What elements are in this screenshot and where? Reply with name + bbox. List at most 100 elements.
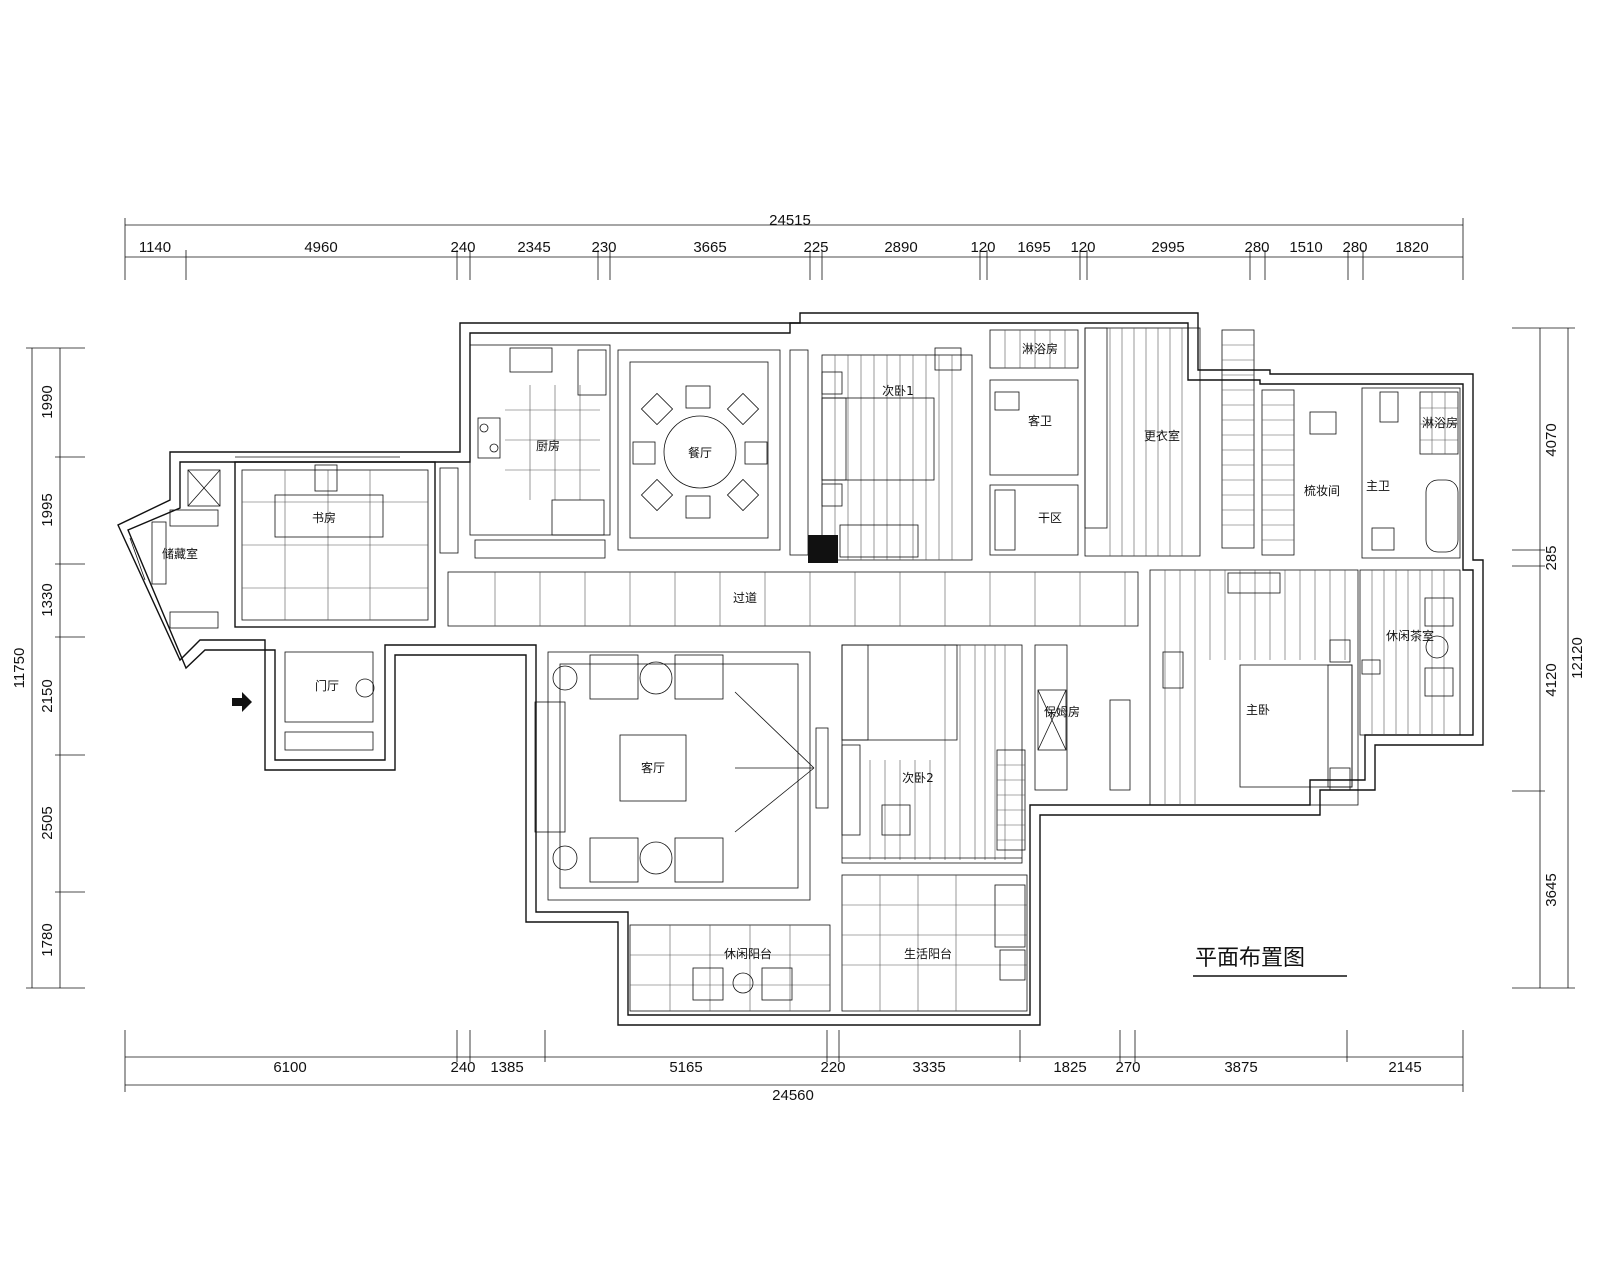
dim-label: 2505 — [39, 806, 56, 839]
bed — [1239, 664, 1353, 788]
stove-icon — [477, 417, 501, 459]
guest-bath-label: 客卫 — [1028, 413, 1052, 428]
bed — [821, 397, 935, 481]
column — [808, 535, 838, 563]
dim-label: 225 — [803, 239, 828, 256]
master-shower-label: 淋浴房 — [1422, 415, 1458, 430]
study-label: 书房 — [312, 510, 336, 525]
nanny-label: 保姆房 — [1044, 704, 1080, 719]
tea-room-label: 休闲茶室 — [1386, 628, 1434, 643]
dim-label: 4960 — [304, 239, 337, 256]
vanity-label: 梳妆间 — [1304, 483, 1340, 498]
drawing-title: 平面布置图 — [1195, 946, 1305, 971]
sink-icon — [509, 347, 553, 373]
right-dimension-labels: 4070 285 4120 3645 — [1543, 423, 1560, 906]
bottom-dimension-chain — [124, 1030, 1464, 1092]
right-dimension-chain — [1512, 327, 1575, 989]
dining-cabinet — [789, 349, 809, 556]
dim-label: 1825 — [1053, 1059, 1086, 1076]
dim-label: 230 — [591, 239, 616, 256]
vanity-room — [1261, 389, 1337, 556]
bedroom-1-label: 次卧1 — [882, 384, 914, 398]
dim-label: 1695 — [1017, 239, 1050, 256]
tv-cabinet — [815, 727, 829, 809]
dim-label: 2345 — [517, 239, 550, 256]
bottom-total-dimension: 24560 — [772, 1087, 814, 1104]
dim-label: 4070 — [1543, 423, 1560, 456]
dry-area-label: 干区 — [1038, 511, 1062, 525]
coffee-table — [619, 734, 687, 802]
master-bedroom — [1149, 569, 1359, 806]
dim-label: 120 — [970, 239, 995, 256]
dim-label: 1995 — [39, 493, 56, 526]
dim-label: 1330 — [39, 583, 56, 616]
dim-label: 120 — [1070, 239, 1095, 256]
bed — [841, 644, 958, 741]
dim-label: 1780 — [39, 923, 56, 956]
master-bath-label: 主卫 — [1366, 479, 1390, 493]
master-bedroom-label: 主卧 — [1246, 703, 1270, 717]
dim-label: 270 — [1115, 1059, 1140, 1076]
corridor — [447, 571, 1139, 627]
dim-label: 280 — [1244, 239, 1269, 256]
study-chair — [314, 464, 338, 492]
study-room — [234, 451, 459, 628]
bathtub-icon — [1425, 479, 1459, 553]
top-total-dimension: 24515 — [769, 212, 811, 229]
kitchen-label: 厨房 — [536, 438, 560, 453]
service-balcony-label: 生活阳台 — [904, 946, 952, 961]
bedroom-1 — [808, 347, 973, 563]
dim-label: 280 — [1342, 239, 1367, 256]
left-dimension-labels: 1990 1995 1330 2150 2505 1780 — [39, 385, 56, 956]
laundry-sink — [994, 884, 1026, 948]
dining-room — [617, 349, 809, 556]
dim-label: 240 — [450, 1059, 475, 1076]
dim-label: 240 — [450, 239, 475, 256]
dim-label: 3645 — [1543, 873, 1560, 906]
dim-label: 4120 — [1543, 663, 1560, 696]
dim-label: 1820 — [1395, 239, 1428, 256]
sofa — [534, 701, 566, 833]
dim-label: 1510 — [1289, 239, 1322, 256]
toilet-icon — [994, 391, 1020, 411]
dim-label: 3665 — [693, 239, 726, 256]
exterior-walls — [117, 312, 1484, 1026]
dim-label: 2995 — [1151, 239, 1184, 256]
toilet-icon — [1379, 391, 1399, 423]
study-window — [235, 451, 400, 458]
kitchen — [469, 344, 611, 559]
corridor-label: 过道 — [733, 591, 757, 605]
leisure-balcony — [629, 924, 831, 1012]
dim-label: 5165 — [669, 1059, 702, 1076]
dim-label: 3335 — [912, 1059, 945, 1076]
dim-label: 2145 — [1388, 1059, 1421, 1076]
wardrobe-label: 更衣室 — [1144, 428, 1180, 443]
dim-label: 3875 — [1224, 1059, 1257, 1076]
living-room — [534, 651, 829, 901]
top-dimension-chain — [124, 218, 1464, 280]
tea-room — [1359, 569, 1461, 736]
dim-label: 6100 — [273, 1059, 306, 1076]
dim-label: 1385 — [490, 1059, 523, 1076]
dim-label: 2890 — [884, 239, 917, 256]
dining-label: 餐厅 — [688, 445, 712, 460]
washing-machine — [999, 949, 1026, 981]
living-label: 客厅 — [641, 760, 665, 775]
dim-label: 285 — [1543, 545, 1560, 570]
top-dimension-labels: 1140 4960 240 2345 230 3665 225 2890 120… — [139, 239, 1429, 256]
storage-label: 储藏室 — [162, 546, 198, 561]
foyer — [284, 651, 375, 751]
wardrobe-rack — [1221, 329, 1255, 549]
right-total-dimension: 12120 — [1569, 637, 1586, 679]
bedroom-2-label: 次卧2 — [902, 771, 934, 785]
left-total-dimension: 11750 — [11, 648, 28, 689]
bottom-dimension-labels: 6100 240 1385 5165 220 3335 1825 270 387… — [273, 1059, 1421, 1076]
master-bathroom — [1361, 387, 1461, 559]
foyer-label: 门厅 — [315, 678, 339, 693]
guest-bathroom — [989, 329, 1079, 556]
dim-label: 220 — [820, 1059, 845, 1076]
dim-label: 1140 — [139, 239, 171, 256]
basin-icon — [1371, 527, 1395, 551]
service-balcony — [841, 874, 1028, 1012]
